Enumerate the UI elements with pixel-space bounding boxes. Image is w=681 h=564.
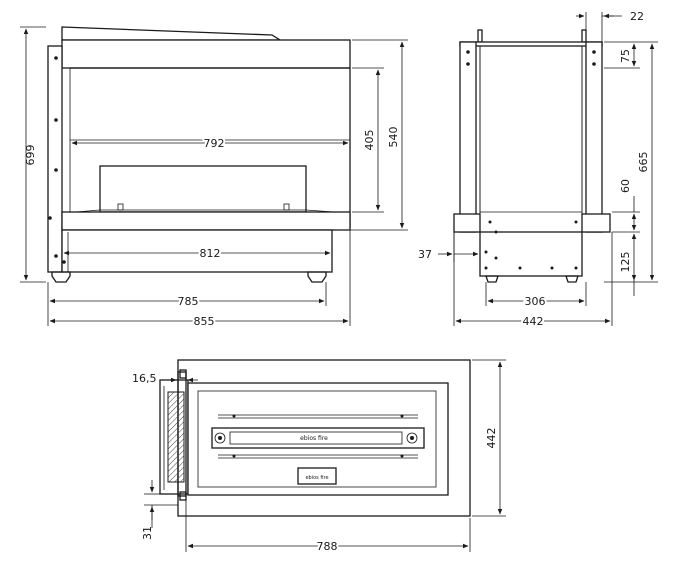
burner-logo: ebios fire <box>300 435 328 442</box>
dim-front-opening-width: 792 <box>204 137 225 150</box>
base-slab <box>61 211 351 231</box>
top-inner-frame <box>187 382 449 496</box>
dim-front-body-height: 540 <box>387 127 400 148</box>
front-view: 699 540 405 792 812 785 855 <box>20 26 408 330</box>
top-view: ebios fire ebios fire 16,5 442 31 788 <box>132 359 506 555</box>
side-view: 22 75 665 60 125 37 306 442 <box>418 10 658 330</box>
dim-side-total-width: 442 <box>523 315 544 328</box>
top-cover <box>61 26 283 41</box>
left-foot <box>51 271 71 283</box>
dim-top-front-offset: 31 <box>141 526 154 540</box>
hatched-wall <box>167 391 185 483</box>
logo-plate <box>297 467 337 485</box>
dim-side-top-wall: 22 <box>630 10 644 23</box>
dim-top-depth: 442 <box>485 428 498 449</box>
side-left-column <box>459 41 477 233</box>
dim-top-flange: 16,5 <box>132 372 157 385</box>
burner-unit <box>211 427 425 449</box>
dim-side-mid-height: 60 <box>619 179 632 193</box>
dim-front-total-height: 699 <box>24 145 37 166</box>
lower-body <box>61 229 333 273</box>
side-right-column <box>585 41 603 233</box>
dim-side-base-height: 125 <box>619 252 632 273</box>
dim-front-base-width: 785 <box>178 295 199 308</box>
side-top-bar <box>459 41 603 47</box>
top-slab <box>61 39 351 69</box>
dim-side-foot-offset: 37 <box>418 248 432 261</box>
right-foot <box>307 271 327 283</box>
dim-front-opening-height: 405 <box>363 130 376 151</box>
dim-side-top-height: 75 <box>619 49 632 63</box>
dim-side-body-height: 665 <box>637 152 650 173</box>
dim-front-total-width: 855 <box>194 315 215 328</box>
dim-side-inner-width: 306 <box>525 295 546 308</box>
side-lower-body <box>479 231 583 277</box>
logo-plate-text: ebios fire <box>305 475 328 481</box>
burner-box <box>99 165 307 213</box>
left-wall-outer <box>47 45 63 273</box>
dim-top-width: 788 <box>317 540 338 553</box>
dim-front-inner-width: 812 <box>200 247 221 260</box>
